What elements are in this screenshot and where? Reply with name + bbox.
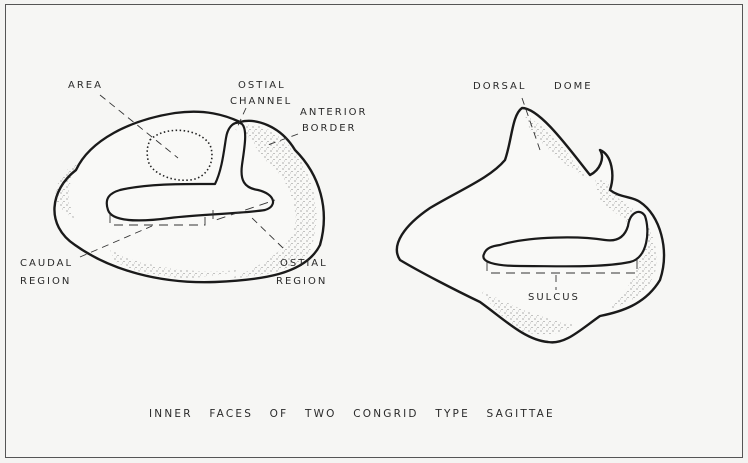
label-ostial-region-1: OSTIAL [280, 258, 328, 269]
label-ostial-channel-2: CHANNEL [230, 96, 292, 107]
label-anterior-border-1: ANTERIOR [300, 107, 367, 118]
label-area: AREA [68, 80, 103, 91]
label-ostial-channel-1: OSTIAL [238, 80, 286, 91]
label-dorsal: DORSAL [473, 81, 526, 92]
right-sagitta: DORSAL DOME SULCUS [397, 81, 664, 342]
figure-caption: INNER FACES OF TWO CONGRID TYPE SAGITTAE [149, 408, 555, 420]
label-caudal-region-2: REGION [20, 276, 71, 287]
right-sagitta-outline [397, 108, 664, 342]
label-anterior-border-2: BORDER [302, 123, 356, 134]
label-sulcus: SULCUS [528, 292, 580, 303]
left-sagitta: AREA OSTIAL CHANNEL ANTERIOR BORDER CAUD… [20, 80, 367, 287]
label-dome: DOME [554, 81, 593, 92]
label-ostial-region-2: REGION [276, 276, 327, 287]
label-caudal-region-1: CAUDAL [20, 258, 73, 269]
